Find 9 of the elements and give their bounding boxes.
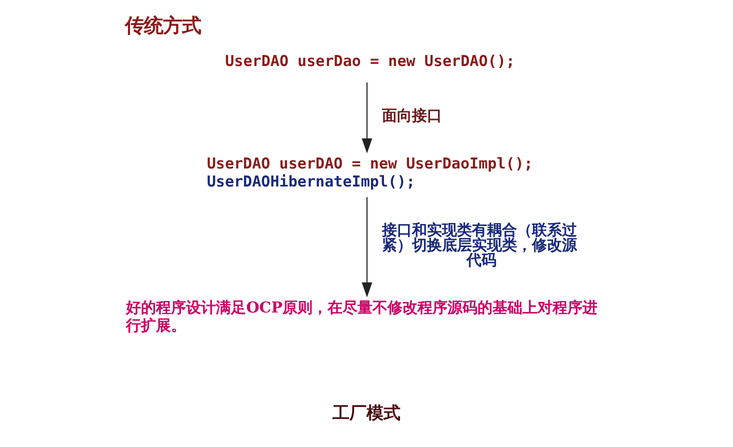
node-text: 好的程序设计满足OCP原则，在尽量不修改程序源码的基础上对程序进行扩展。	[126, 298, 598, 334]
edge-label: 接口和实现类有耦合（联系过紧）切换底层实现类，修改源代码	[382, 220, 577, 269]
arrow	[361, 196, 372, 297]
node-text: UserDAO userDao = new UserDAO();	[224, 52, 514, 70]
node-text: UserDAO userDAO = new UserDaoImpl(); UserDAOHibernateImpl();	[206, 154, 532, 190]
arrow	[361, 82, 372, 153]
label: 工厂模式	[332, 402, 400, 423]
edge-label: 面向接口	[382, 106, 442, 124]
diagram-title: 传统方式	[124, 14, 201, 37]
